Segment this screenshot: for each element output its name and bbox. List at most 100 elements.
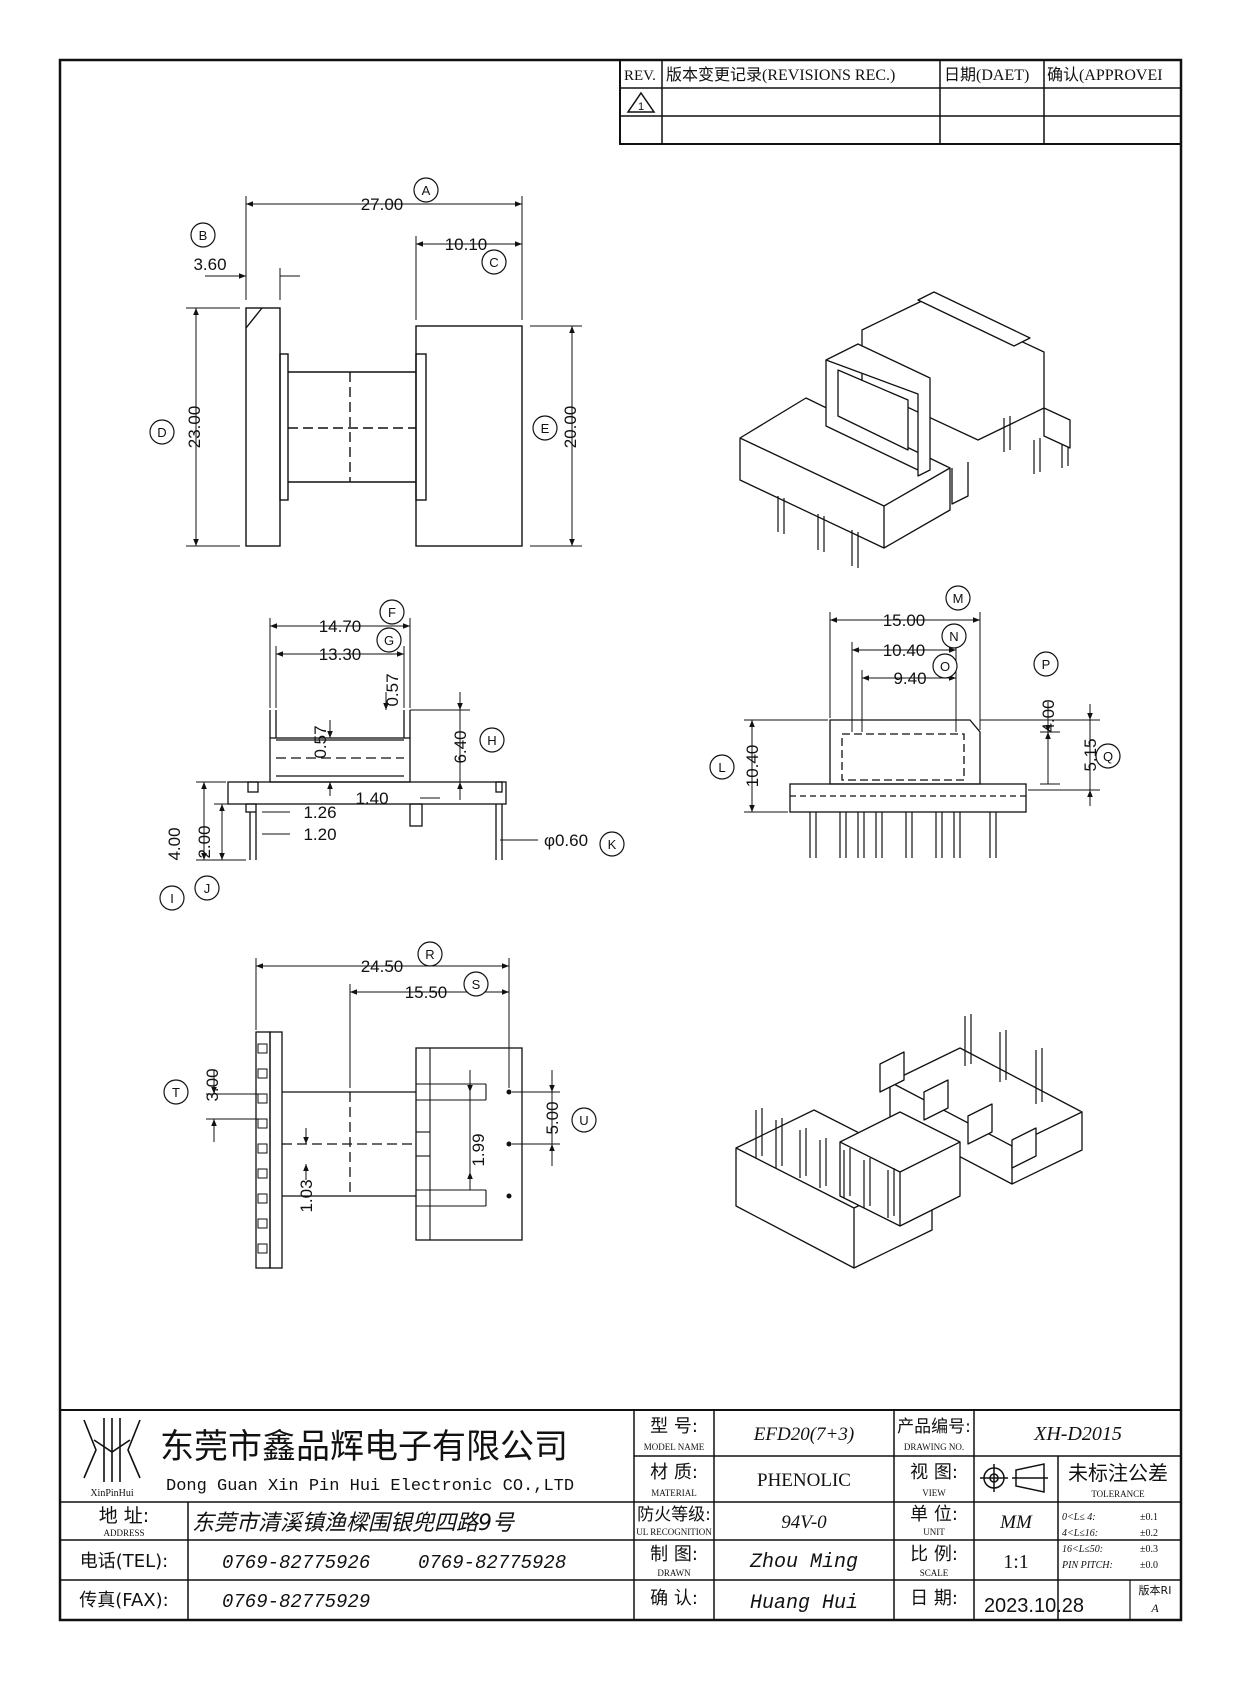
ul-label-en: UL RECOGNITION bbox=[636, 1527, 712, 1537]
dim-E: 20.00 bbox=[561, 406, 580, 449]
model-value: EFD20(7+3) bbox=[753, 1424, 854, 1445]
dim-199: 1.99 bbox=[469, 1133, 488, 1166]
dim-I: 4.00 bbox=[165, 827, 184, 860]
scale-value: 1:1 bbox=[1003, 1551, 1029, 1573]
iso-view-top bbox=[739, 291, 1071, 568]
callout-E: E bbox=[541, 421, 550, 436]
approve-header: 确认(APPROVEI bbox=[1047, 66, 1163, 84]
dim-Q: 5.15 bbox=[1081, 738, 1100, 771]
iso-view-bottom bbox=[735, 1014, 1083, 1269]
dim-D: 23.00 bbox=[185, 406, 204, 449]
dim-P: 4.00 bbox=[1039, 699, 1058, 732]
tol-range-3: 16<L≤50: bbox=[1062, 1544, 1103, 1555]
drawn-value: Zhou Ming bbox=[749, 1551, 858, 1574]
tol-range-4: PIN PITCH: bbox=[1061, 1560, 1113, 1571]
version-label: 版本RI bbox=[1139, 1583, 1172, 1597]
callout-P: P bbox=[1042, 657, 1051, 672]
company-name-en: Dong Guan Xin Pin Hui Electronic CO.,LTD bbox=[166, 1477, 574, 1496]
address-label-en: ADDRESS bbox=[103, 1528, 144, 1538]
model-label: 型 号: bbox=[650, 1416, 698, 1437]
callout-D: D bbox=[157, 425, 166, 440]
ul-value: 94V-0 bbox=[781, 1512, 827, 1533]
drawing-no-value: XH-D2015 bbox=[1033, 1423, 1122, 1445]
material-label: 材 质: bbox=[650, 1462, 698, 1483]
dim-140: 1.40 bbox=[355, 789, 388, 808]
callout-A: A bbox=[422, 183, 431, 198]
drawn-label: 制 图: bbox=[650, 1544, 698, 1565]
dim-N: 10.40 bbox=[883, 641, 926, 660]
callout-H: H bbox=[487, 733, 496, 748]
scale-label-en: SCALE bbox=[920, 1568, 949, 1578]
tol-range-2: 4<L≤16: bbox=[1062, 1528, 1098, 1539]
model-label-en: MODEL NAME bbox=[644, 1442, 705, 1452]
projection-symbol-icon bbox=[980, 1463, 1048, 1493]
tel-label: 电话(TEL): bbox=[80, 1551, 169, 1572]
drawing-no-label-en: DRAWING NO. bbox=[904, 1442, 964, 1452]
callout-B: B bbox=[199, 228, 208, 243]
tol-value-1: ±0.1 bbox=[1140, 1512, 1158, 1523]
date-header: 日期(DAET) bbox=[944, 66, 1029, 84]
date-label: 日 期: bbox=[910, 1588, 958, 1609]
dims-front-right bbox=[744, 612, 1100, 813]
tel1-value: 0769-82775926 bbox=[222, 1552, 370, 1574]
material-label-en: MATERIAL bbox=[651, 1488, 697, 1498]
dim-103: 1.03 bbox=[297, 1179, 316, 1212]
callout-G: G bbox=[384, 633, 394, 648]
dim-O: 9.40 bbox=[893, 669, 926, 688]
rev-triangle-icon: 1 bbox=[626, 91, 656, 113]
dim-L: 10.40 bbox=[743, 745, 762, 788]
callout-T: T bbox=[172, 1085, 180, 1100]
date-value: 2023.10.28 bbox=[984, 1595, 1084, 1617]
view-label: 视 图: bbox=[910, 1462, 958, 1483]
view-bottom bbox=[255, 1031, 523, 1269]
dims-bottom bbox=[206, 958, 560, 1190]
callout-I: I bbox=[170, 891, 174, 906]
dim-F: 14.70 bbox=[319, 617, 362, 636]
company-logo bbox=[83, 1418, 141, 1482]
tel2-value: 0769-82775928 bbox=[418, 1552, 566, 1574]
view-front-right bbox=[789, 719, 1027, 858]
confirm-value: Huang Hui bbox=[750, 1592, 858, 1615]
dim-J: 2.00 bbox=[195, 825, 214, 858]
dim-126: 1.26 bbox=[303, 803, 336, 822]
dim-G: 13.30 bbox=[319, 645, 362, 664]
callout-U: U bbox=[579, 1113, 588, 1128]
callout-S: S bbox=[472, 977, 481, 992]
address-value: 东莞市清溪镇渔樑围银兜四路9号 bbox=[192, 1511, 515, 1536]
view-side-top bbox=[245, 307, 523, 547]
tolerance-cn: 未标注公差 bbox=[1068, 1461, 1168, 1485]
fax-value: 0769-82775929 bbox=[222, 1591, 370, 1613]
dim-120: 1.20 bbox=[303, 825, 336, 844]
version-value: A bbox=[1150, 1601, 1159, 1615]
drawing-no-label: 产品编号: bbox=[897, 1417, 971, 1437]
rev-number: 1 bbox=[638, 101, 644, 113]
unit-value: MM bbox=[999, 1512, 1033, 1533]
callout-R: R bbox=[425, 947, 434, 962]
unit-label: 单 位: bbox=[910, 1504, 958, 1525]
view-label-en: VIEW bbox=[922, 1488, 946, 1498]
revisions-header: 版本变更记录(REVISIONS REC.) bbox=[666, 66, 895, 84]
dim-B: 3.60 bbox=[193, 255, 226, 274]
rev-header: REV. bbox=[624, 68, 656, 84]
callout-J: J bbox=[204, 881, 211, 896]
dim-G-gap: 0.57 bbox=[383, 673, 402, 706]
dim-R: 24.50 bbox=[361, 957, 404, 976]
tol-value-3: ±0.3 bbox=[1140, 1544, 1158, 1555]
tol-value-4: ±0.0 bbox=[1140, 1560, 1158, 1571]
dim-U: 5.00 bbox=[543, 1101, 562, 1134]
callout-circles bbox=[149, 177, 1121, 1133]
callout-Q: Q bbox=[1103, 749, 1113, 764]
material-value: PHENOLIC bbox=[757, 1470, 851, 1491]
scale-label: 比 例: bbox=[910, 1544, 958, 1565]
callout-C: C bbox=[489, 255, 498, 270]
dim-C: 10.10 bbox=[445, 235, 488, 254]
tol-value-2: ±0.2 bbox=[1140, 1528, 1158, 1539]
dim-T: 3.00 bbox=[203, 1068, 222, 1101]
revisions-table bbox=[619, 59, 1182, 145]
callout-K: K bbox=[608, 837, 617, 852]
company-name-cn: 东莞市鑫品辉电子有限公司 bbox=[160, 1427, 568, 1467]
dims-side-top bbox=[186, 196, 582, 547]
dim-A: 27.00 bbox=[361, 195, 404, 214]
title-block-grid bbox=[59, 1409, 1182, 1621]
